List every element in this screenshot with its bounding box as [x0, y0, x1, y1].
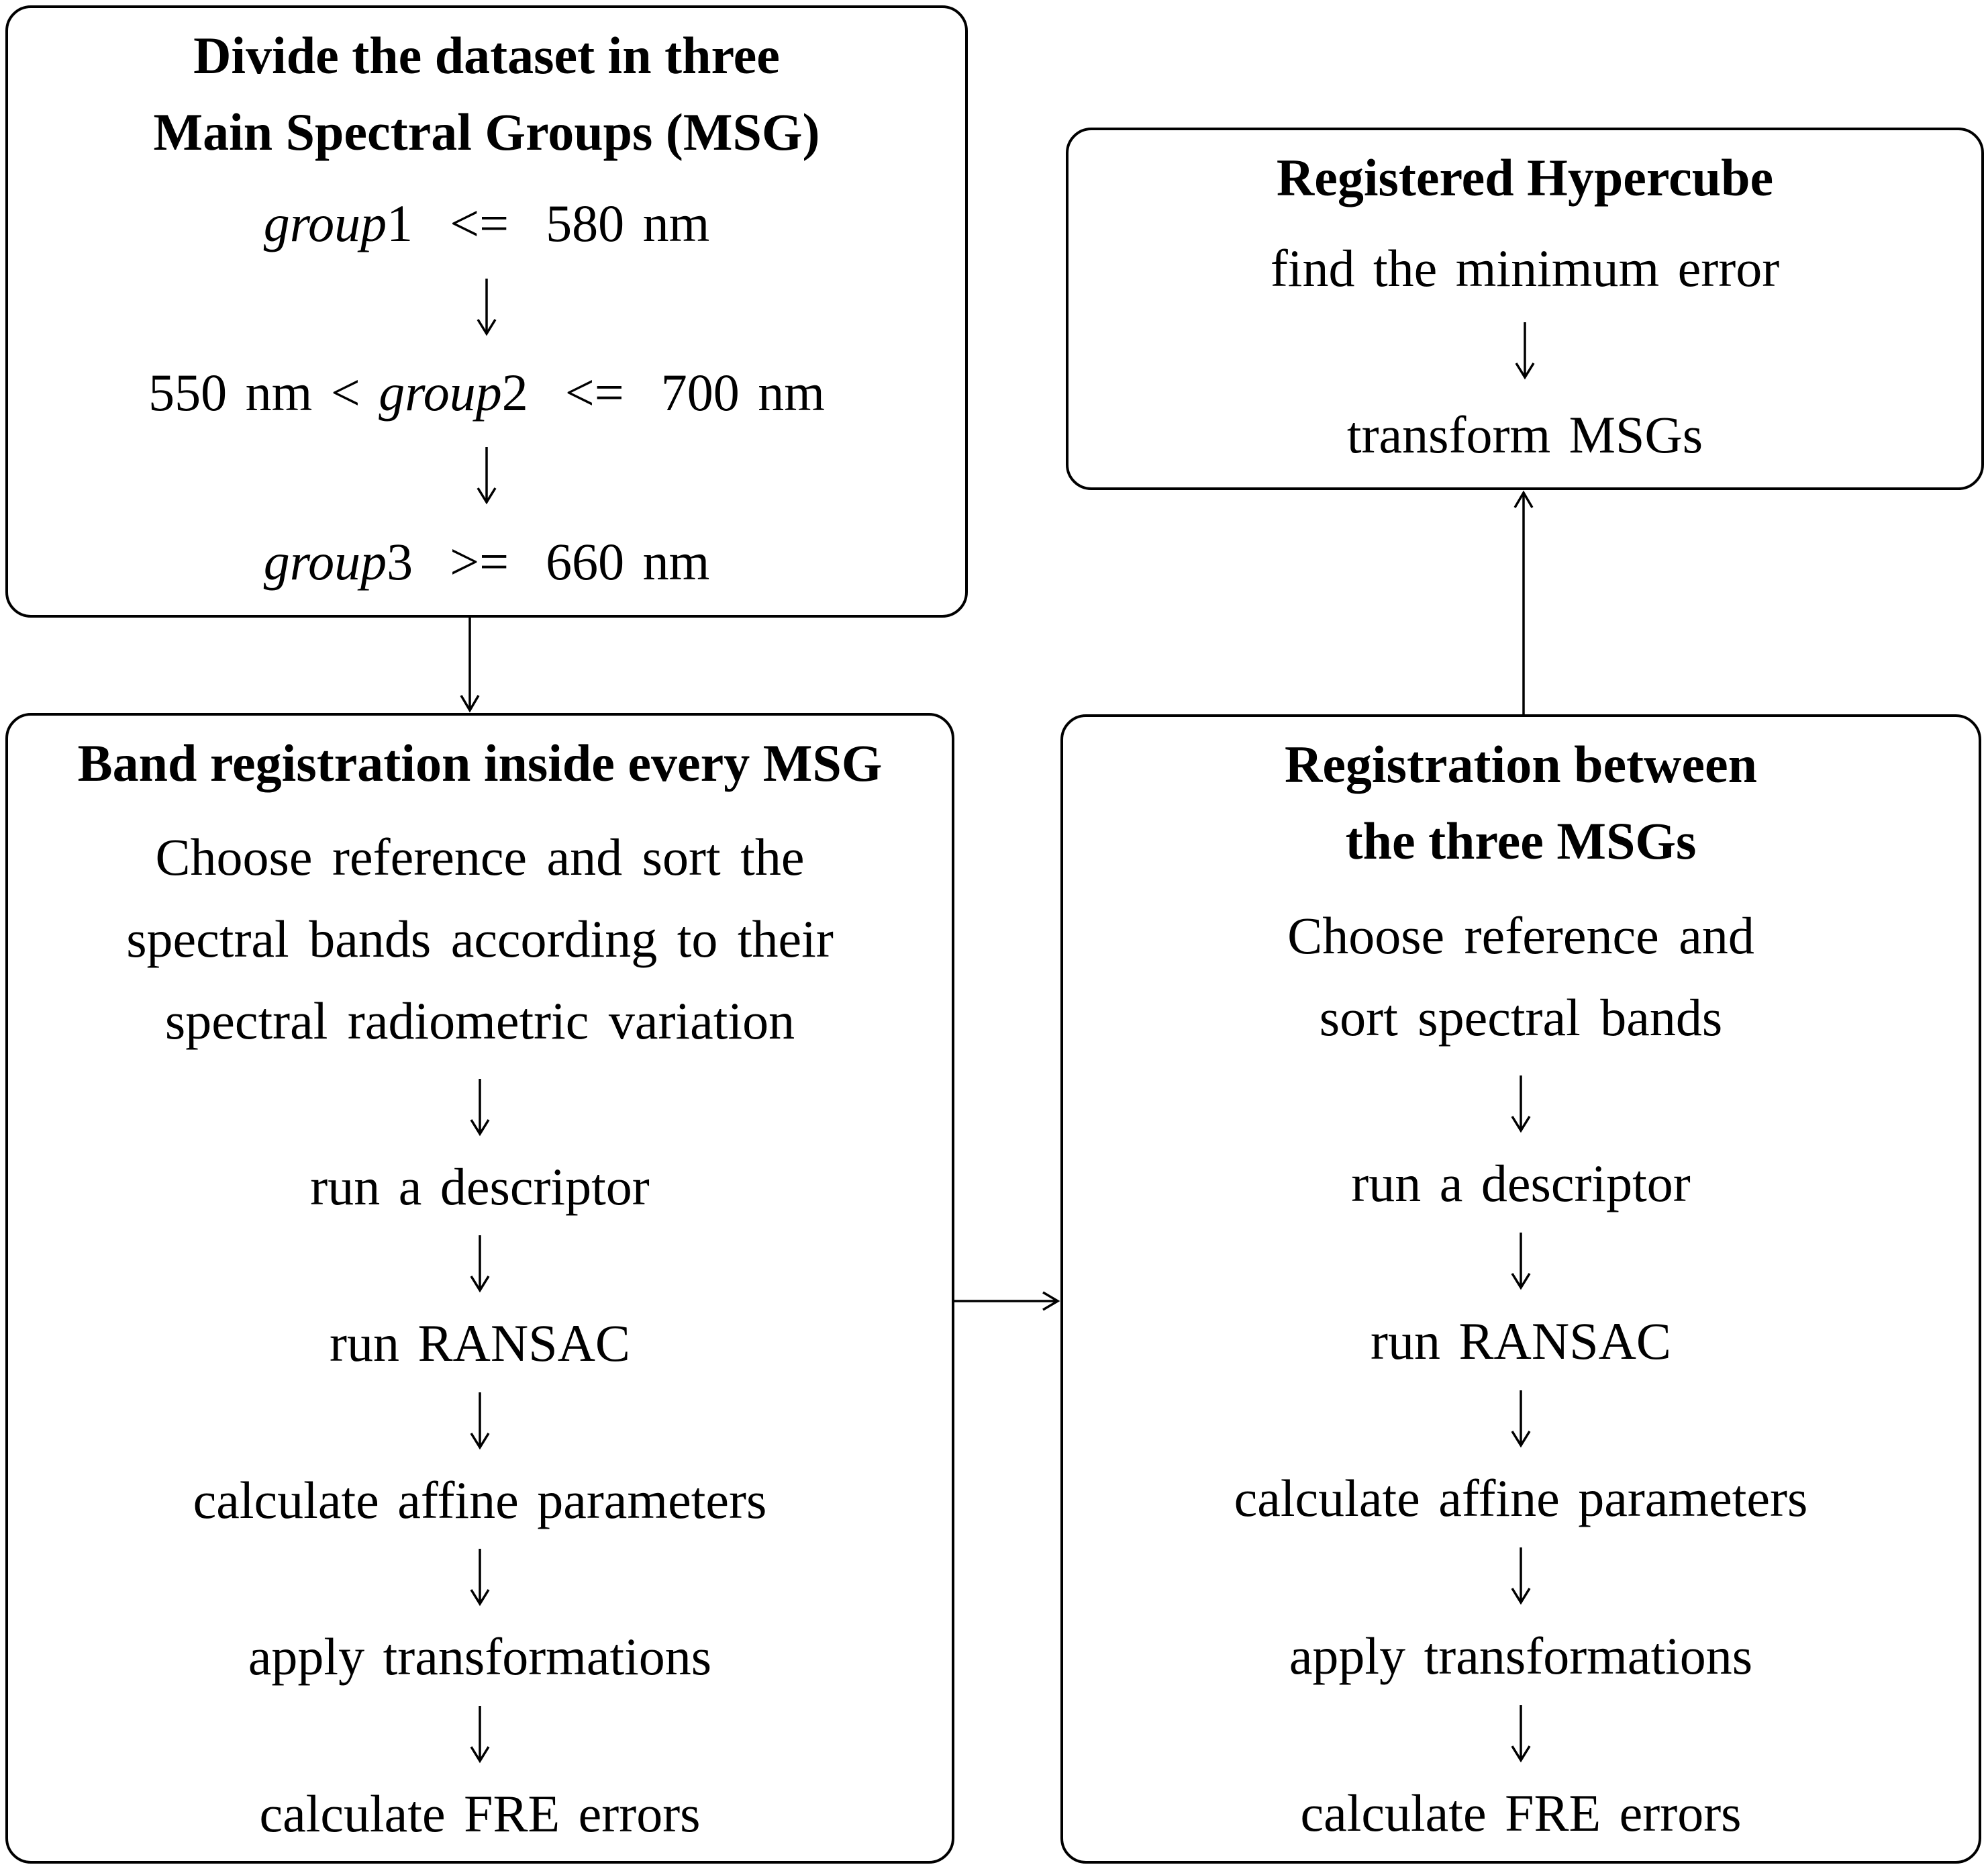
step-apply-transformations: apply transformations	[1289, 1626, 1753, 1685]
step-calculate-affine: calculate affine parameters	[1234, 1469, 1808, 1528]
group2-var: group	[379, 363, 502, 422]
group1-range: group1 <= 580 nm	[264, 191, 710, 256]
step-run-ransac: run RANSAC	[1371, 1311, 1671, 1370]
connector-arrow-right-icon	[954, 1291, 1060, 1311]
connector-arrow-up-icon	[1513, 490, 1534, 714]
msg-registration-title-line1: Registration between	[1284, 735, 1758, 794]
registered-hypercube-title: Registered Hypercube	[1276, 148, 1774, 207]
arrow-down-icon	[1506, 1231, 1536, 1294]
step-calculate-fre: calculate FRE errors	[259, 1784, 701, 1843]
divide-dataset-box: Divide the dataset in three Main Spectra…	[5, 5, 968, 618]
band-registration-flow: Choose reference and sort the spectral b…	[8, 802, 952, 1861]
arrow-down-icon	[1506, 1704, 1536, 1766]
group2-lead: 550 nm <	[148, 363, 379, 422]
arrow-down-icon	[465, 1391, 495, 1453]
arrow-down-icon	[1506, 1389, 1536, 1451]
band-registration-paragraph: Choose reference and sort the spectral b…	[126, 816, 834, 1062]
find-minimum-error-label: find the minimum error	[1270, 238, 1780, 297]
step-run-ransac: run RANSAC	[330, 1314, 630, 1373]
paragraph-line: spectral radiometric variation	[164, 992, 795, 1051]
group1-var: group	[263, 194, 387, 253]
msg-registration-flow: Choose reference and sort spectral bands…	[1063, 879, 1979, 1861]
arrow-down-icon	[465, 1077, 495, 1140]
group1-rest: 1 <= 580 nm	[387, 194, 710, 253]
group3-range: group3 >= 660 nm	[264, 530, 710, 594]
msg-registration-paragraph: Choose reference and sort spectral bands	[1287, 895, 1754, 1059]
paragraph-line: Choose reference and	[1287, 906, 1754, 965]
arrow-down-icon	[1506, 1074, 1536, 1137]
step-calculate-fre: calculate FRE errors	[1300, 1784, 1742, 1843]
divide-dataset-title-line2: Main Spectral Groups (MSG)	[153, 103, 820, 161]
paragraph-line: sort spectral bands	[1319, 988, 1723, 1047]
registered-hypercube-box: Registered Hypercube find the minimum er…	[1066, 128, 1984, 490]
paragraph-line: spectral bands according to their	[126, 910, 834, 969]
band-registration-title: Band registration inside every MSG	[77, 734, 883, 792]
step-calculate-affine: calculate affine parameters	[193, 1470, 767, 1529]
step-run-descriptor: run a descriptor	[310, 1157, 650, 1216]
transform-msgs-label: transform MSGs	[1346, 405, 1703, 465]
step-apply-transformations: apply transformations	[248, 1627, 712, 1686]
paragraph-line: Choose reference and sort the	[155, 828, 805, 887]
msg-registration-title-line2: the three MSGs	[1345, 812, 1697, 870]
divide-dataset-title: Divide the dataset in three Main Spectra…	[8, 17, 965, 171]
arrow-down-icon	[1506, 1546, 1536, 1609]
arrow-down-icon	[1510, 321, 1540, 383]
divide-dataset-title-line1: Divide the dataset in three	[193, 26, 780, 85]
arrow-down-icon	[465, 1705, 495, 1767]
group3-var: group	[263, 532, 387, 591]
group2-rest: 2 <= 700 nm	[501, 363, 825, 422]
msg-registration-title: Registration between the three MSGs	[1063, 726, 1979, 879]
group3-rest: 3 >= 660 nm	[387, 532, 710, 591]
group2-range: 550 nm < group2 <= 700 nm	[148, 361, 825, 425]
arrow-down-icon	[472, 277, 501, 340]
arrow-down-icon	[465, 1234, 495, 1296]
connector-arrow-down-icon	[460, 618, 480, 713]
msg-registration-box: Registration between the three MSGs Choo…	[1060, 714, 1981, 1864]
registered-hypercube-body: find the minimum error transform MSGs	[1068, 216, 1981, 487]
band-registration-box: Band registration inside every MSG Choos…	[5, 713, 954, 1864]
spectral-group-list: group1 <= 580 nm 550 nm < group2 <= 700 …	[8, 171, 965, 615]
step-run-descriptor: run a descriptor	[1351, 1154, 1691, 1213]
arrow-down-icon	[472, 446, 501, 508]
arrow-down-icon	[465, 1547, 495, 1610]
